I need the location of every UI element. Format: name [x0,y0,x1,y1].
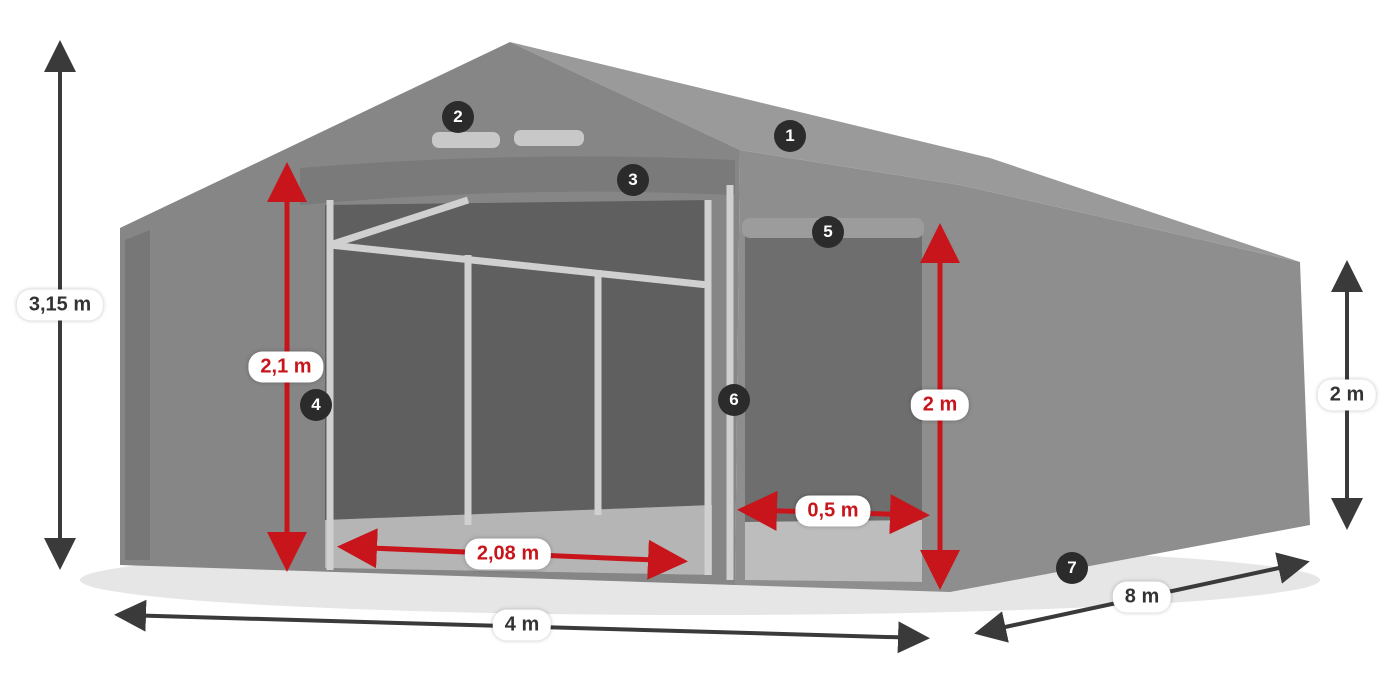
width-label: 4 m [492,609,552,641]
marker-3: 3 [617,164,649,196]
side-door-offset-label: 0,5 m [795,495,871,527]
side-height-label: 2 m [1317,379,1377,411]
side-door-height-label: 2 m [910,389,970,421]
marker-6: 6 [718,384,750,416]
front-door-width-label: 2,08 m [464,538,552,570]
front-wall-shade [125,230,150,560]
total-height-label: 3,15 m [16,289,104,321]
length-label: 8 m [1112,581,1172,613]
front-door-height-label: 2,1 m [248,351,324,383]
side-door-floor [745,520,922,582]
frame-poles [326,185,734,580]
vent-left [432,132,500,148]
front-door-opening [325,200,712,575]
roof [510,42,1300,262]
marker-1: 1 [774,120,806,152]
marker-2: 2 [442,101,474,133]
marker-5: 5 [812,216,844,248]
marker-7: 7 [1056,552,1088,584]
marker-4: 4 [300,389,332,421]
vent-right [514,130,584,146]
